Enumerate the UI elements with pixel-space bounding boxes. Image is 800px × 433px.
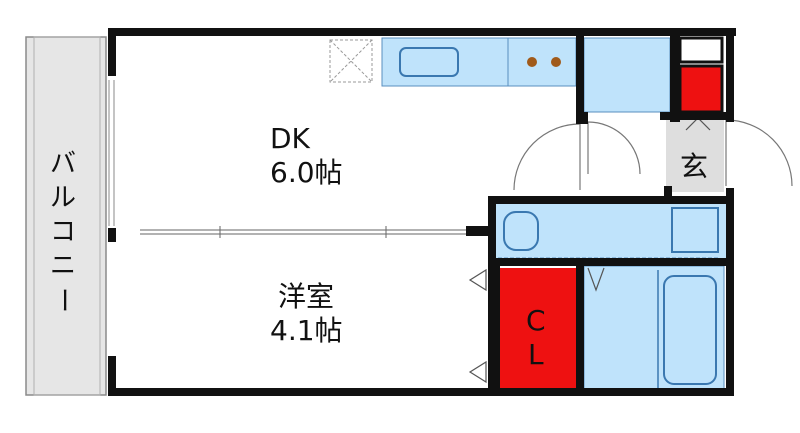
balcony-char: バ — [50, 149, 76, 179]
entrance-floor — [666, 120, 724, 192]
sliding-door — [140, 226, 468, 238]
closet-label-l: L — [528, 338, 544, 371]
western-room-floor — [116, 236, 494, 390]
western-room-size: 4.1帖 — [270, 314, 343, 347]
closet — [500, 268, 578, 388]
balcony-char: ル — [50, 183, 76, 213]
stove-burner-icon — [527, 57, 537, 67]
hall-floor — [586, 118, 664, 198]
refrigerator-space — [583, 37, 671, 113]
balcony-label: バ ル コ ニ ー — [48, 149, 78, 313]
dk-room-size: 6.0帖 — [270, 156, 343, 189]
toilet-icon — [503, 211, 539, 251]
stove-burner-icon — [551, 57, 561, 67]
western-room-name: 洋室 — [278, 280, 334, 313]
bathroom — [583, 265, 725, 391]
shoe-cabinet-red — [678, 64, 724, 114]
balcony-char: ー — [48, 287, 78, 313]
balcony-char: ニ — [50, 251, 76, 281]
dk-room-name: DK — [270, 122, 311, 155]
range-hood-mark — [329, 39, 373, 83]
kitchen-counter — [381, 37, 577, 87]
entrance-label: 玄 — [680, 150, 708, 183]
toilet-washroom — [493, 201, 729, 261]
window-left — [108, 80, 115, 226]
closet-label-c: C — [526, 304, 546, 337]
sink-icon — [399, 47, 459, 77]
shoe-cabinet-top — [678, 36, 724, 64]
walls — [108, 28, 736, 396]
balcony — [25, 36, 107, 396]
door-swings — [468, 117, 793, 384]
balcony-char: コ — [50, 217, 76, 247]
bathtub-icon — [663, 275, 717, 385]
washer-icon — [671, 207, 719, 253]
